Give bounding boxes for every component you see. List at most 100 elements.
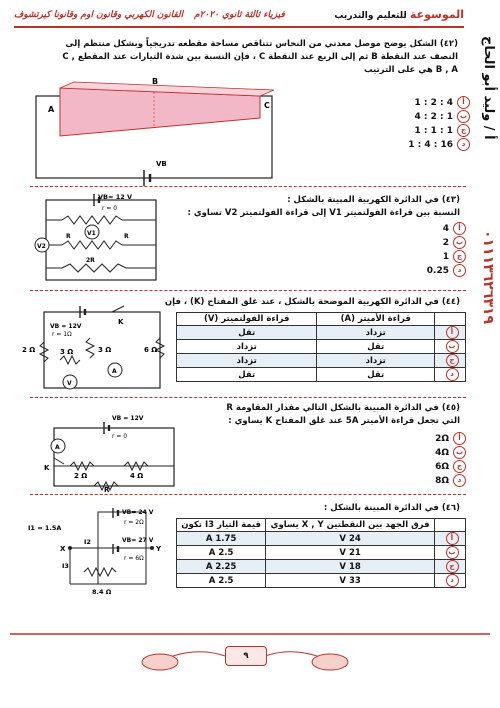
q45-circuit-diagram: VB = 12V r = 0 A K 2 Ω 4 Ω R: [44, 415, 175, 492]
q42-options: أ4 : 2 : 1 ب1 : 2 : 4 ج1 : 1 : 1 د16 : 4…: [380, 96, 470, 152]
header-brand: الموسوعة للتعليم والتدريب: [334, 8, 464, 21]
left-hand-icon: [141, 653, 179, 671]
q43-label-v2: V2: [37, 243, 46, 250]
q42-option-4[interactable]: د16 : 4 : 1: [380, 138, 470, 152]
q46-label-vb2: VB= 27 V: [122, 537, 154, 544]
q42-body: الشكل يوضح موصل معدني من النحاس تتناقص م…: [62, 39, 458, 75]
q46-label-i3: I3: [62, 562, 69, 570]
q46-circuit-diagram: I1 = 1.5A I2 I3 X Y VB= 24 V r = 2Ω VB= …: [28, 508, 162, 596]
q44-label-2ohm: 2 Ω: [22, 346, 35, 354]
q46-label-vb1: VB= 24 V: [122, 509, 154, 516]
header-subject: فيزياء ثالثة ثانوي ٢٠٢٠م: [194, 10, 285, 20]
q46-table: فرق الجهد بين النقطتين X , Y يساوي قيمة …: [175, 518, 466, 588]
q45-text: (٤٥) في الدائرة المبينة بالشكل التالي مق…: [180, 402, 460, 428]
q45-body: التي تجعل قراءة الأميتر 5A عند غلق المفت…: [228, 416, 460, 426]
q44-table: قراءة الأميتر (A) قراءة الفولتميتر (V) أ…: [175, 312, 466, 382]
separator: [30, 186, 466, 188]
q43-voltmeter-2: [34, 237, 50, 253]
q42-option-3[interactable]: ج1 : 1 : 1: [380, 124, 470, 138]
q46-label-i2: I2: [84, 538, 91, 546]
q45-label-r: r = 0: [112, 433, 127, 440]
q44-voltmeter: [62, 374, 78, 390]
q43-option-3[interactable]: ج1: [418, 250, 466, 264]
q45-ammeter: [50, 438, 66, 454]
q45-label-vb: VB = 12V: [112, 415, 144, 422]
q46-label-r2: r = 6Ω: [124, 555, 144, 562]
q44-ammeter: [107, 362, 123, 378]
q44-label-r: r = 1Ω: [52, 331, 72, 338]
header-rule: [14, 26, 464, 28]
q46-label-i1: I1 = 1.5A: [28, 524, 61, 532]
page-footer: ٩: [0, 630, 500, 690]
q43-label-r: r = 0: [102, 205, 117, 212]
q43-option-2[interactable]: ب2: [418, 236, 466, 250]
option-mark: أ: [457, 96, 470, 109]
option-mark: ج: [457, 124, 470, 137]
q46-number: (٤٦): [441, 503, 460, 513]
q42-label-vb: VB: [156, 160, 167, 168]
q46-body: في الدائرة المبينة بالشكل :: [323, 503, 439, 513]
q42-label-b: B: [152, 78, 158, 86]
q46-label-x: X: [60, 545, 66, 553]
q43-text: (٤٣) في الدائرة الكهربية المبينة بالشكل …: [160, 194, 460, 220]
q45-label-k: K: [44, 464, 50, 472]
footer-decoration: [10, 633, 490, 671]
q46-header-current: قيمة التيار I3 تكون: [175, 518, 267, 532]
q46-header-voltage: فرق الجهد بين النقطتين X , Y يساوي: [265, 518, 435, 532]
separator: [30, 397, 466, 399]
q42-text: (٤٢) الشكل يوضح موصل معدني من النحاس تتن…: [60, 38, 458, 77]
q44-label-a: A: [112, 368, 117, 375]
separator: [30, 494, 466, 496]
right-hand-icon: [311, 653, 349, 671]
q43-label-r-top: R: [66, 233, 71, 240]
q43-label-r-mid: R: [124, 233, 129, 240]
table-header-row: قراءة الأميتر (A) قراءة الفولتميتر (V): [175, 312, 466, 326]
q45-label-R: R: [104, 486, 110, 492]
q44-header-ammeter: قراءة الأميتر (A): [316, 312, 435, 326]
q43-option-1[interactable]: أ4: [418, 222, 466, 236]
option-mark: ب: [457, 110, 470, 123]
q43-option-4[interactable]: د0.25: [418, 264, 466, 278]
q45-options: أ2Ω ب4Ω ج6Ω د8Ω: [418, 432, 466, 488]
q45-option-1[interactable]: أ2Ω: [418, 432, 466, 446]
q42-conductor-diagram: A B C VB: [35, 78, 275, 186]
q42-conductor-top: [59, 81, 275, 97]
q44-label-3ohm-b: 3 Ω: [60, 348, 73, 356]
q43-circuit-diagram: VB= 12 V r = 0 V1 V2 R R 2R: [34, 193, 157, 281]
q45-label-2ohm: 2 Ω: [74, 472, 87, 480]
teacher-name: أ / وليد أبو الحاج: [481, 36, 496, 140]
teacher-sidebar: أ / وليد أبو الحاج ٠١١١٣٦٢٦٣١٩: [470, 30, 498, 590]
q42-label-c: C: [264, 101, 270, 110]
q44-label-vb: VB = 12V: [50, 323, 82, 330]
q44-label-v: V: [67, 380, 72, 387]
q45-option-3[interactable]: ج6Ω: [418, 460, 466, 474]
q43-number: (٤٣): [441, 195, 460, 205]
option-mark: د: [457, 138, 470, 151]
q42-option-2[interactable]: ب1 : 2 : 4: [380, 110, 470, 124]
q45-label-a: A: [55, 444, 60, 451]
q43-label-v1: V1: [87, 230, 96, 237]
q44-circuit-diagram: VB = 12V r = 1Ω K 2 Ω 3 Ω 3 Ω 6 Ω A V: [22, 305, 166, 390]
brand-name: الموسوعة: [409, 8, 464, 21]
q46-text: (٤٦) في الدائرة المبينة بالشكل :: [200, 502, 460, 515]
separator: [30, 290, 466, 292]
q46-label-y: Y: [155, 545, 162, 553]
q46-label-res: 8.4 Ω: [92, 588, 112, 596]
page-header: القانون الكهربي وقانون اوم وقانونا كيرتش…: [14, 6, 464, 32]
q42-option-1[interactable]: أ4 : 2 : 1: [380, 96, 470, 110]
teacher-phone: ٠١١١٣٦٢٦٣١٩: [480, 230, 496, 324]
q43-body: النسبة بين قراءة الفولتميتر V1 إلى قراءة…: [187, 208, 460, 218]
q43-voltmeter-1: [84, 224, 100, 240]
q45-option-4[interactable]: د8Ω: [418, 474, 466, 488]
q45-label-4ohm: 4 Ω: [130, 472, 143, 480]
header-topic: القانون الكهربي وقانون اوم وقانونا كيرتش…: [14, 10, 184, 20]
q45-option-2[interactable]: ب4Ω: [418, 446, 466, 460]
